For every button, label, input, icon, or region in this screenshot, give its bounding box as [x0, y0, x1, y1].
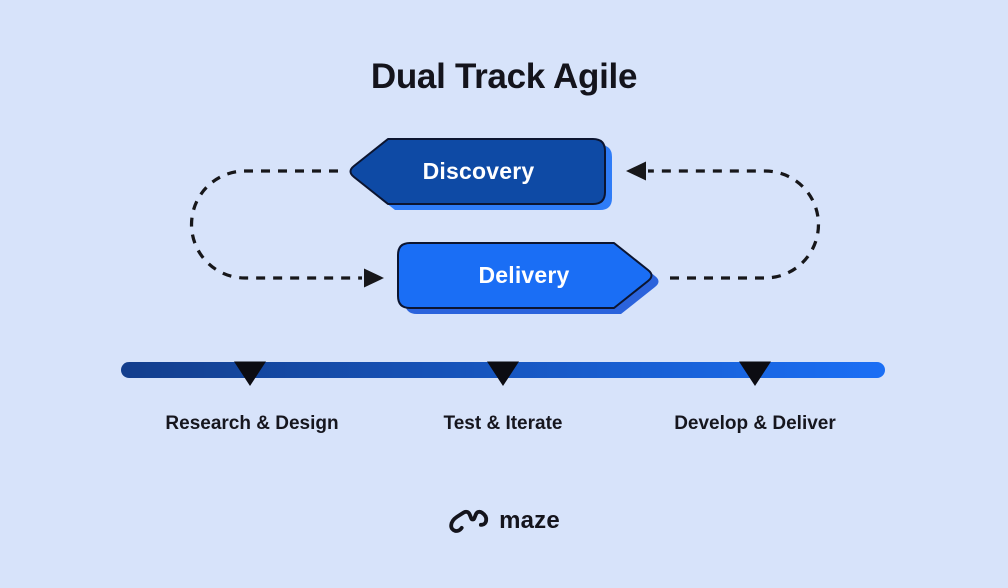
discovery-badge	[349, 138, 612, 210]
delivery-badge-label: Delivery	[478, 262, 570, 288]
timeline-marker-develop	[739, 361, 771, 386]
maze-logo-icon	[449, 509, 489, 533]
discovery-badge-label: Discovery	[422, 158, 535, 184]
delivery-badge-shape	[397, 242, 653, 309]
discovery-badge-shape	[349, 138, 606, 205]
brand-wordmark: maze	[499, 507, 560, 534]
delivery-to-discovery-loop-arrow	[648, 169, 821, 280]
stage-label-test-iterate: Test & Iterate	[443, 413, 563, 434]
stage-label-research-design: Research & Design	[165, 413, 339, 434]
timeline-marker-test	[487, 361, 519, 386]
arrowhead-into-delivery-icon	[364, 268, 384, 288]
arrowhead-into-discovery-icon	[626, 161, 646, 181]
delivery-badge	[397, 242, 659, 314]
timeline-marker-research	[234, 361, 266, 386]
footer-brand: maze	[0, 505, 1008, 537]
stage-label-develop-deliver: Develop & Deliver	[674, 413, 836, 434]
discovery-to-delivery-loop-arrow	[189, 169, 362, 280]
page-title: Dual Track Agile	[370, 57, 638, 96]
